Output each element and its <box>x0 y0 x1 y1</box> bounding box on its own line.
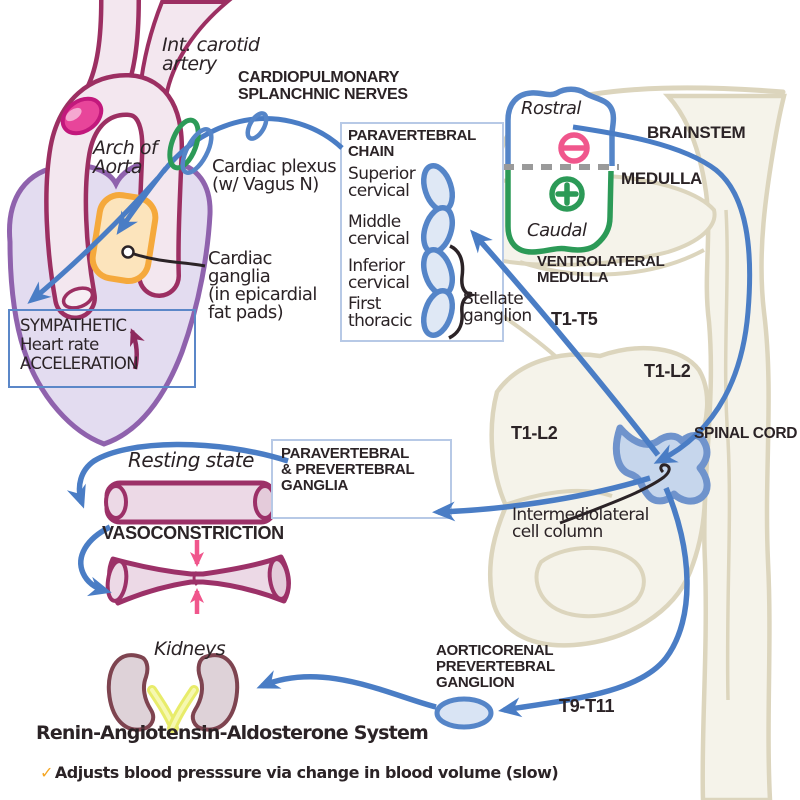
t1-t5-label: T1-T5 <box>551 309 598 329</box>
kidneys-shape <box>106 653 240 733</box>
ganglia-box <box>271 439 452 519</box>
blood-vessel-resting <box>104 480 277 525</box>
minus-icon <box>558 132 590 164</box>
heart-rate-up-arrow <box>129 328 145 370</box>
paravertebral-chain-beads <box>420 163 456 338</box>
brain-spine-sketch <box>476 85 787 800</box>
caudal-ventrolateral-medulla-outline <box>505 169 614 255</box>
plus-icon <box>549 176 585 212</box>
resting-sequence-arrow <box>66 441 289 509</box>
cardiac-ganglia-label: Cardiac ganglia (in epicardial fat pads) <box>208 248 317 323</box>
cardiopulmonary-nerve-curve <box>161 116 344 174</box>
ganglia-box-label: PARAVERTEBRAL & PREVERTEBRAL GANGLIA <box>281 445 415 494</box>
cardiopulmonary-label: CARDIOPULMONARY SPLANCHNIC NERVES <box>238 69 408 103</box>
cord-to-ganglia-pathway <box>432 475 651 522</box>
stellate-ganglion-label: Stellate ganglion <box>463 289 532 326</box>
chain-ganglion-middle-cervical: Middle cervical <box>348 212 410 249</box>
ganglion-to-kidneys-arrow <box>256 670 437 710</box>
raas-note-text: Adjusts blood presssure via change in bl… <box>54 763 559 782</box>
chain-ganglion-inferior-cervical: Inferior cervical <box>348 256 410 293</box>
blood-vessel-constricted <box>105 554 291 606</box>
check-icon: ✓ <box>40 763 53 782</box>
sympathetic-box-label: SYMPATHETIC Heart rate ACCELERATION <box>20 316 139 373</box>
t1-l2-lower-label: T1-L2 <box>511 423 558 443</box>
aorta-carotid-artery <box>44 0 233 320</box>
cardiac-plexus-label: Cardiac plexus (w/ Vagus N) <box>212 156 337 195</box>
chain-ganglion-superior-cervical: Superior cervical <box>348 164 416 201</box>
spinal-cord-label: SPINAL CORD <box>694 425 798 442</box>
cardiac-plexus-ring-green <box>167 117 201 171</box>
chain-ganglion-first-thoracic: First thoracic <box>348 294 412 331</box>
vasoconstriction-label: VASOCONSTRICTION <box>102 523 284 543</box>
raas-note: ✓Adjusts blood presssure via change in b… <box>40 749 559 782</box>
t1-l2-upper-label: T1-L2 <box>644 361 691 381</box>
raas-title: Renin-Angiotensin-Aldosterone System <box>36 722 429 744</box>
cardiac-plexus-ring-blue <box>180 127 214 175</box>
intermediolateral-pointer <box>559 463 671 525</box>
aorticorenal-ganglion-shape <box>434 696 494 730</box>
nerve-branch-to-heart <box>27 176 160 304</box>
cord-to-chain-pathway <box>470 229 661 457</box>
stellate-brace <box>448 244 478 340</box>
medulla-label: MEDULLA <box>621 169 702 188</box>
aorticorenal-label: AORTICORENAL PREVERTEBRAL GANGLION <box>436 642 555 691</box>
kidneys-label: Kidneys <box>154 638 226 660</box>
t9-t11-label: T9-T11 <box>559 696 615 716</box>
cord-to-aorticorenal-pathway <box>498 486 690 718</box>
carotid-body <box>60 96 104 136</box>
paravertebral-chain-title: PARAVERTEBRAL CHAIN <box>348 127 477 160</box>
cardiac-ganglion-dot <box>121 245 135 259</box>
nerve-branch-to-fat-pad <box>116 166 168 235</box>
caudal-label: Caudal <box>527 220 587 241</box>
ventrolateral-medulla-label: VENTROLATERAL MEDULLA <box>537 253 665 286</box>
medulla-to-cord-pathway <box>572 124 753 464</box>
epicardial-fat-pad <box>89 192 206 284</box>
brainstem-label: BRAINSTEM <box>647 123 746 142</box>
resting-state-label: Resting state <box>128 448 254 472</box>
rostral-label: Rostral <box>521 98 581 119</box>
vasoconstriction-sequence-arrow <box>78 524 112 597</box>
arch-of-aorta-label: Arch of Aorta <box>93 137 158 178</box>
splanchnic-nerve-ring <box>245 111 269 141</box>
int-carotid-artery-label: Int. carotid artery <box>162 34 260 75</box>
intermediolateral-label: Intermediolateral cell column <box>512 505 649 542</box>
sympathetic-acceleration-box <box>8 309 196 388</box>
